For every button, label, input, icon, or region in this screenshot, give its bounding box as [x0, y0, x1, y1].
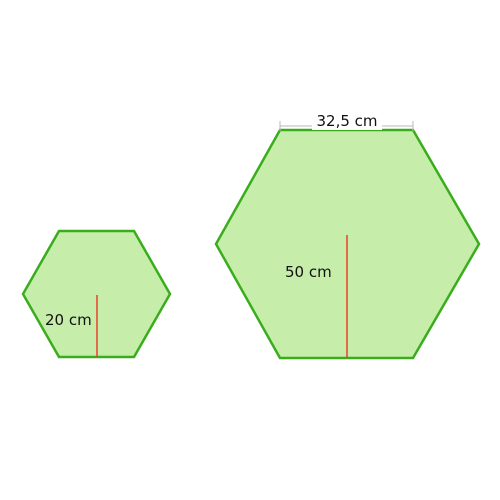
large-hexagon-group: 50 cm 32,5 cm [214, 110, 481, 360]
side-label-background [312, 110, 382, 130]
small-hexagon-height-label: 20 cm [45, 311, 92, 329]
large-hexagon-height-label: 50 cm [285, 263, 332, 281]
large-hexagon-side-label: 32,5 cm [316, 112, 377, 130]
small-hexagon [21, 229, 172, 359]
small-hexagon-group: 20 cm [21, 229, 172, 359]
